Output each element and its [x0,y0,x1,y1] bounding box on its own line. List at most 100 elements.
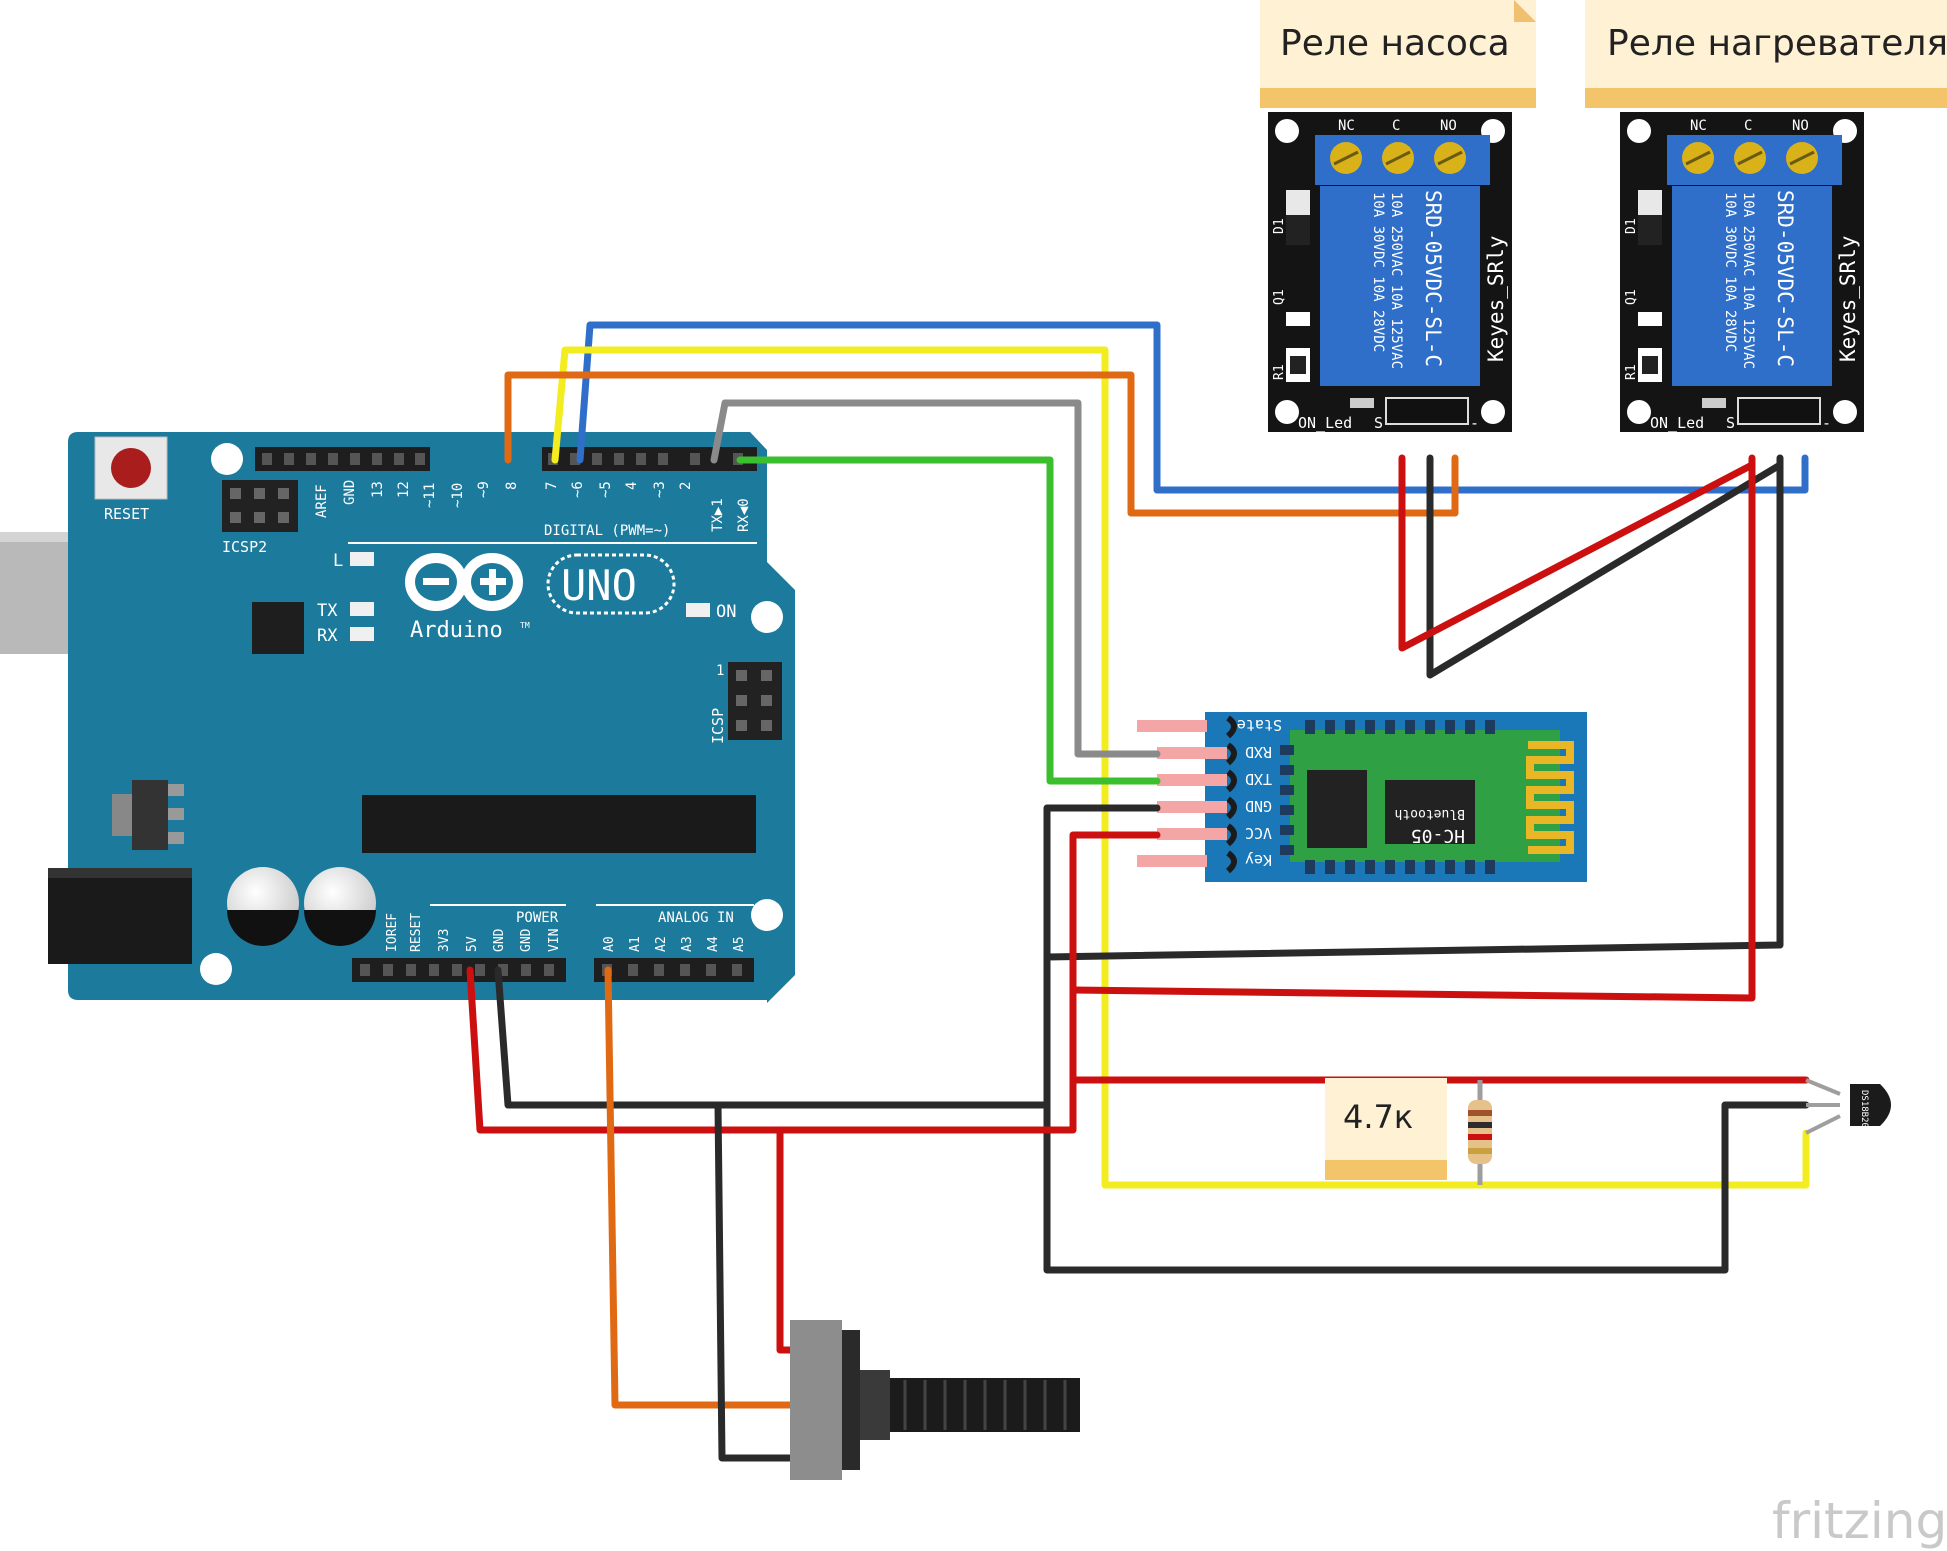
svg-text:C: C [1392,118,1400,134]
analog-header-label: ANALOG IN [658,910,734,926]
svg-text:DS18B20: DS18B20 [1859,1090,1869,1128]
wire-orange-d8 [504,371,1459,517]
icsp-header: ICSP 1 [709,662,782,744]
wire-black-arduino-gnd [494,966,1051,1109]
svg-text:State: State [1237,716,1282,734]
svg-text:Key: Key [1245,851,1272,869]
led-tx [350,602,374,616]
svg-text:SRD-05VDC-SL-C: SRD-05VDC-SL-C [1421,190,1445,367]
wire-gray [710,399,1161,758]
wire-red-pot [776,1126,794,1354]
mount-hole [200,953,232,985]
reset-button-cap [111,448,151,488]
svg-text:R1: R1 [1624,364,1639,380]
svg-text:-: - [1822,414,1831,432]
wire-black-gnd-relay [1043,454,1784,961]
svg-text:A0: A0 [602,936,617,952]
svg-text:2: 2 [678,482,694,490]
svg-text:HC-05: HC-05 [1411,825,1465,846]
svg-text:GND: GND [492,928,507,952]
svg-text:Q1: Q1 [1272,289,1287,305]
wire-red-vcc-relay [1069,454,1756,1002]
svg-text:5V: 5V [465,936,480,952]
svg-text:R1: R1 [1272,364,1287,380]
svg-text:NO: NO [1792,118,1809,134]
svg-text:AREF: AREF [314,484,330,518]
mount-hole [751,601,783,633]
svg-text:10A 30VDC 10A 28VDC: 10A 30VDC 10A 28VDC [1370,192,1386,352]
capacitor-1 [227,867,299,946]
svg-text:IOREF: IOREF [385,913,400,952]
svg-text:A1: A1 [628,936,643,952]
svg-text:~10: ~10 [450,483,466,508]
svg-text:10A 30VDC 10A 28VDC: 10A 30VDC 10A 28VDC [1722,192,1738,352]
digital-pin-labels: AREF GND 13 12 ~11 ~10 ~9 8 7 ~6 ~5 4 ~3… [314,480,752,532]
svg-text:NC: NC [1338,118,1355,134]
svg-text:Q1: Q1 [1624,289,1639,305]
svg-text:A2: A2 [654,936,669,952]
svg-text:~6: ~6 [570,481,586,498]
svg-text:NO: NO [1440,118,1457,134]
voltage-regulator [112,780,184,850]
svg-text:TX: TX [317,601,338,621]
svg-text:NC: NC [1690,118,1707,134]
analog-pin-labels: A0 A1 A2 A3 A4 A5 [602,936,747,952]
wire-orange-a0 [604,966,794,1409]
logo-uno: UNO [561,561,637,610]
resistor-4k7: 4.7к [1325,1078,1492,1185]
note-pump-relay: Реле насоса [1260,0,1536,108]
mount-hole [211,443,243,475]
svg-text:A5: A5 [732,936,747,952]
svg-text:3V3: 3V3 [437,929,452,952]
atmega-chip [362,795,756,853]
analog-header [594,958,754,982]
wire-black-relay1 [1426,454,1784,679]
wire-red-relay1 [1398,454,1756,652]
svg-text:RXD: RXD [1245,743,1272,761]
logo-brand: Arduino [410,618,503,643]
power-header-label: POWER [516,910,559,926]
svg-text:4: 4 [624,482,640,490]
svg-text:1: 1 [716,663,724,679]
svg-text:Keyes_SRly: Keyes_SRly [1484,236,1508,362]
icsp2-header: ICSP2 [222,480,298,556]
svg-text:D1: D1 [1272,218,1287,234]
wire-green [736,456,1161,785]
svg-text:VCC: VCC [1245,824,1272,842]
svg-text:7: 7 [544,482,560,490]
svg-text:S: S [1726,414,1735,432]
power-header [352,958,566,982]
usb-chip [252,602,304,654]
svg-text:S: S [1374,414,1383,432]
svg-text:13: 13 [370,481,386,498]
svg-text:A3: A3 [680,936,695,952]
led-l [350,552,374,566]
svg-text:12: 12 [396,481,412,498]
svg-text:4.7к: 4.7к [1343,1098,1413,1136]
potentiometer [790,1320,1080,1480]
led-on [686,603,710,617]
svg-text:~5: ~5 [598,481,614,498]
svg-text:RX◀0: RX◀0 [736,498,752,532]
svg-text:ON_Led: ON_Led [1298,414,1352,432]
svg-text:L: L [333,551,343,571]
svg-text:Bluetooth: Bluetooth [1395,806,1465,821]
svg-text:VIN: VIN [547,929,562,952]
mount-hole [751,899,783,931]
relay-module-heater: NC C NO SRD-05VDC-SL-C 10A 250VAC 10A 12… [1620,112,1864,432]
svg-text:RESET: RESET [409,913,424,952]
led-rx [350,627,374,641]
svg-text:~3: ~3 [652,481,668,498]
relay-module-pump: NC C NO SRD-05VDC-SL-C 10A 250VAC 10A 12… [1268,112,1512,432]
arduino-logo: UNO Arduino TM [405,553,676,643]
svg-text:ICSP: ICSP [709,708,727,744]
svg-text:ICSP2: ICSP2 [222,538,267,556]
svg-text:Реле нагревателя: Реле нагревателя [1607,23,1947,64]
svg-text:ON_Led: ON_Led [1650,414,1704,432]
svg-text:D1: D1 [1624,218,1639,234]
wire-red-vcc-bt [466,831,1161,1134]
capacitor-2 [304,867,376,946]
hc05-bluetooth-module: Bluetooth HC-05 State RXD TXD GND VCC Ke… [1137,712,1587,882]
ds18b20-sensor: DS18B20 [1805,1078,1891,1135]
